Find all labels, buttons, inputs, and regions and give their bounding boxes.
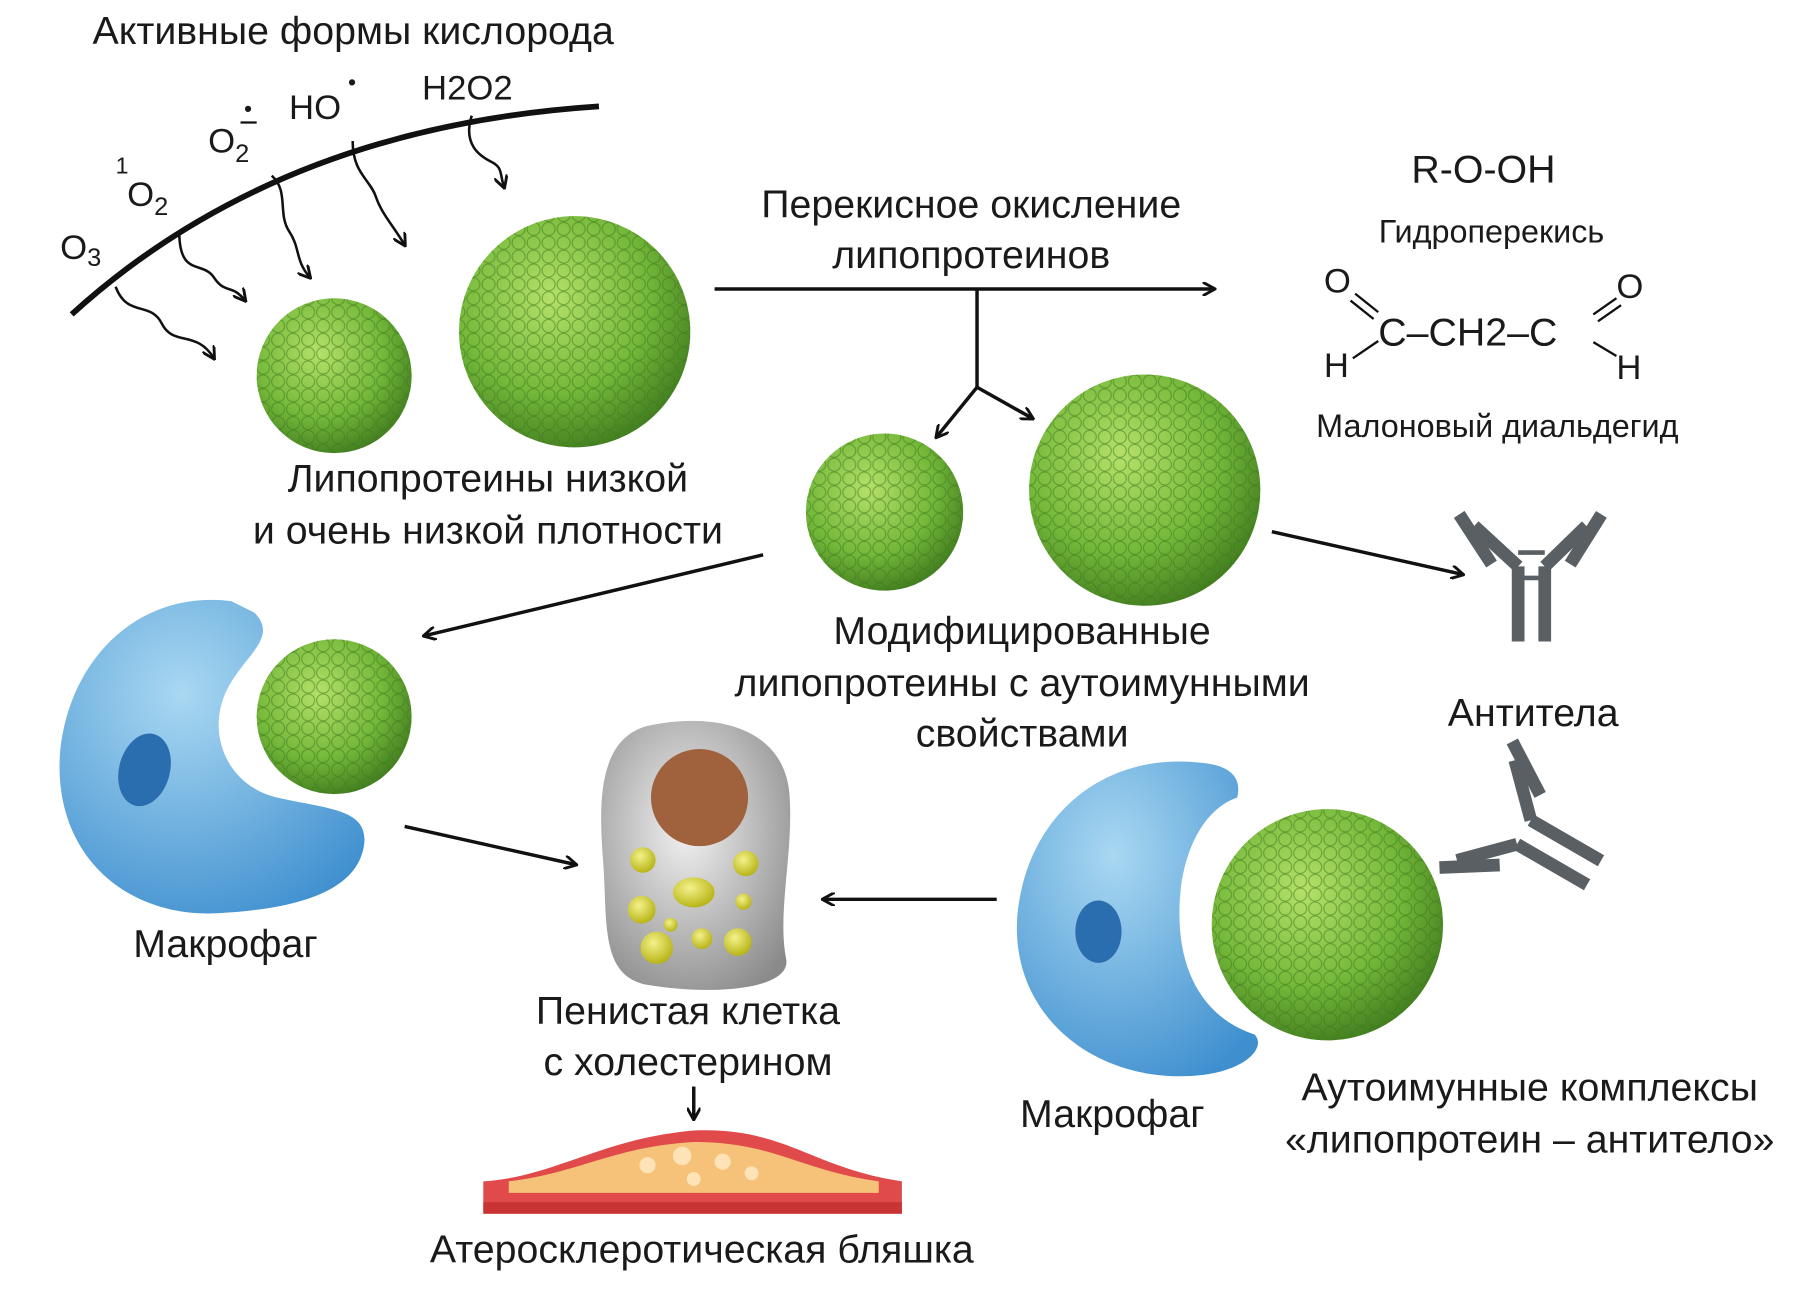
macrophage-left-nucleus xyxy=(118,733,171,807)
oxidation-label-line2: липопротеинов xyxy=(832,233,1110,277)
atherosclerotic-plaque xyxy=(483,1130,902,1214)
macrophage-right xyxy=(1016,761,1258,1077)
singlet-oxygen-sup: 1 xyxy=(116,152,129,178)
cholesterol-droplets xyxy=(627,847,759,965)
modified-label-line2: липопротеины с аутоимунными xyxy=(735,661,1310,705)
complex-label-line2: «липопротеин – антитело» xyxy=(1285,1117,1775,1161)
oxidation-arrows xyxy=(714,289,1215,437)
arrow-to-antibodies xyxy=(1271,530,1463,575)
oxidation-label-line1: Перекисное окисление xyxy=(761,182,1181,226)
macrophage-right-nucleus xyxy=(1075,900,1122,963)
hydroxyl-radical-mark: • xyxy=(348,69,356,95)
arrow-to-macrophage xyxy=(424,553,764,636)
arrow-to-foam-cell xyxy=(404,824,576,864)
ros-title: Активные формы кислорода xyxy=(93,9,614,53)
svg-text:O: O xyxy=(1616,268,1643,306)
hydroperoxide-name: Гидроперекись xyxy=(1379,214,1604,250)
foam-cell-label-line2: с холестерином xyxy=(543,1040,832,1084)
svg-text:O: O xyxy=(1324,262,1351,300)
membrane-curve xyxy=(69,103,600,317)
singlet-oxygen-label: O2 xyxy=(127,176,168,221)
macrophage-left xyxy=(59,599,365,914)
plaque-label: Атеросклеротическая бляшка xyxy=(430,1227,974,1271)
superoxide-label: O2 xyxy=(208,123,249,168)
svg-text:H: H xyxy=(1324,347,1349,385)
svg-text:H: H xyxy=(1616,349,1641,387)
svg-text:C–CH2–C: C–CH2–C xyxy=(1378,311,1557,355)
ldl-label-line1: Липопротеины низкой xyxy=(288,456,688,500)
modified-ldl-small-sphere xyxy=(805,433,964,591)
antibody-icon xyxy=(1453,510,1607,642)
ozone-label: O3 xyxy=(60,229,101,272)
modified-label-line3: свойствами xyxy=(916,712,1129,756)
ldl-small-sphere xyxy=(256,298,412,454)
macrophage-right-label: Макрофаг xyxy=(1020,1092,1204,1136)
foam-cell-nucleus xyxy=(650,749,749,847)
complex-lipoprotein-sphere xyxy=(1211,809,1443,1041)
ros-attack-arrows xyxy=(114,115,505,359)
engulfed-lipoprotein-sphere xyxy=(256,639,412,795)
hydrogen-peroxide-label: H2O2 xyxy=(422,69,513,107)
antibodies-label: Антитела xyxy=(1448,691,1619,735)
foam-cell-label-line1: Пенистая клетка xyxy=(536,989,840,1033)
modified-label-line1: Модифицированные xyxy=(833,609,1210,653)
hydroxyl-label: HO xyxy=(289,89,341,127)
complex-label-line1: Аутоимунные комплексы xyxy=(1301,1065,1757,1109)
hydroperoxide-formula: R-O-OH xyxy=(1411,148,1555,192)
bound-antibody-icon xyxy=(1439,738,1605,891)
malondialdehyde-name: Малоновый диальдегид xyxy=(1316,408,1678,444)
ldl-label-line2: и очень низкой плотности xyxy=(253,508,723,552)
modified-ldl-large-sphere xyxy=(1029,374,1261,606)
macrophage-left-label: Макрофаг xyxy=(133,922,317,966)
superoxide-radical-mark: • xyxy=(244,96,252,122)
ldl-large-sphere xyxy=(459,216,691,448)
malondialdehyde-structure: O O H H C–CH2–C xyxy=(1324,262,1644,387)
